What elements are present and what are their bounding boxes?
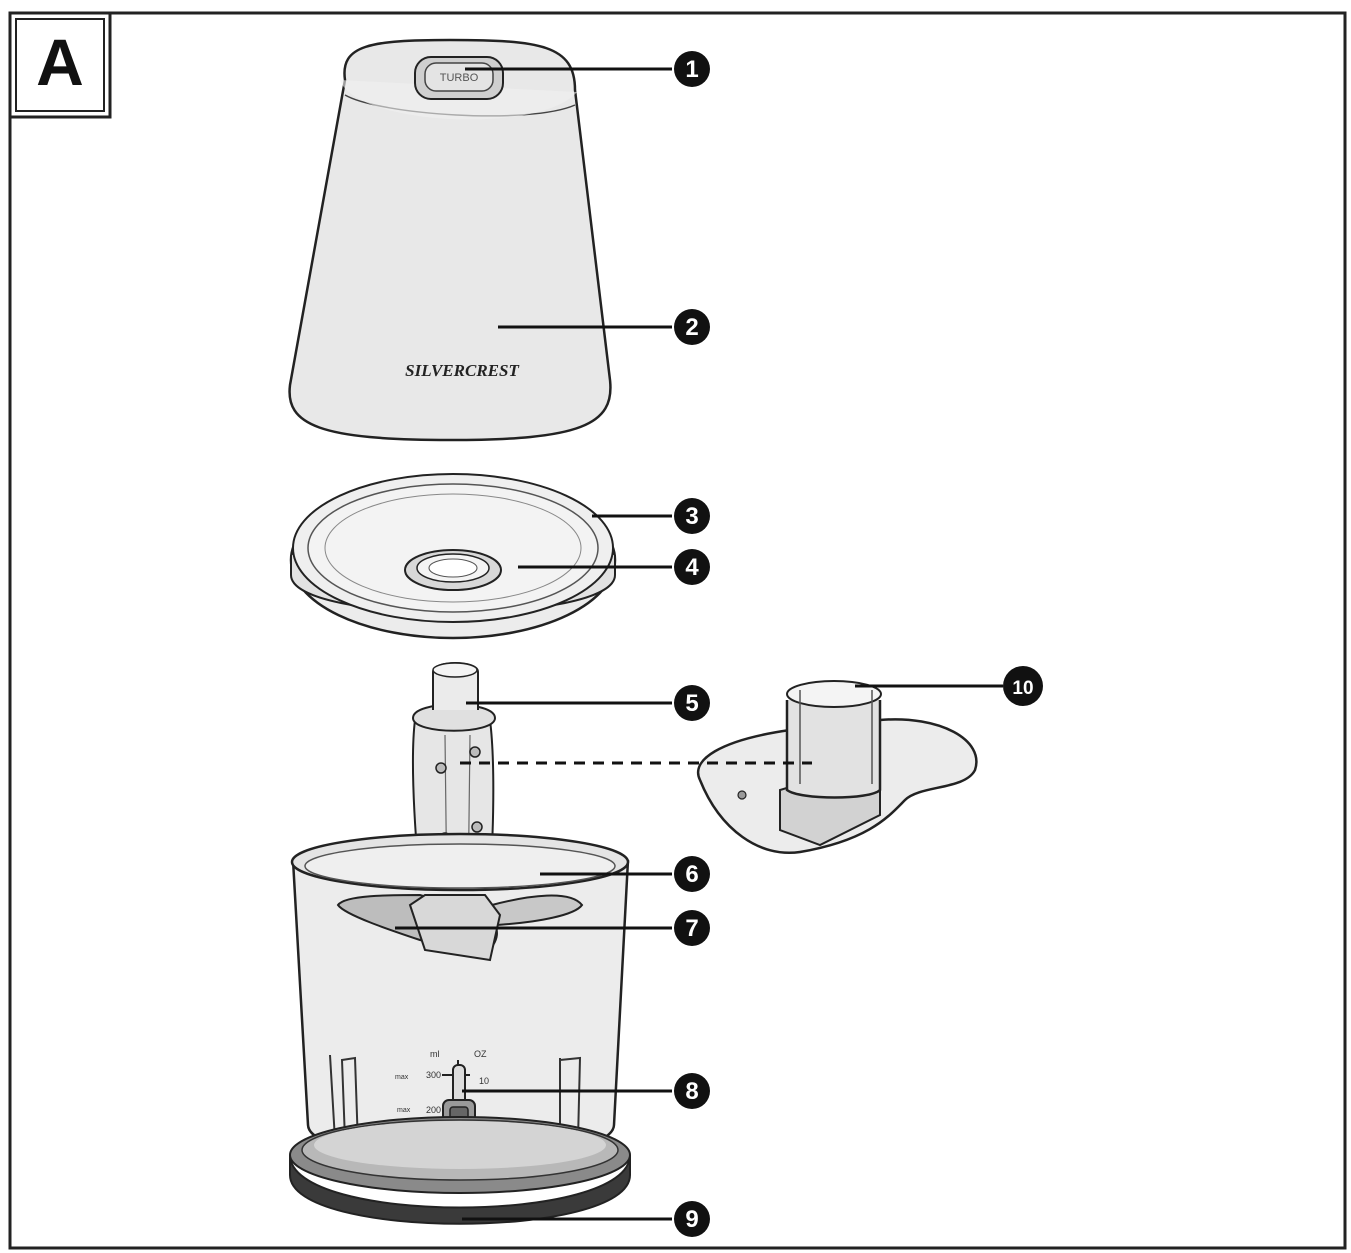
scale-10: 10: [479, 1076, 489, 1086]
callout-number: 5: [685, 690, 698, 717]
callout-3: 3: [674, 498, 710, 534]
callout-1: 1: [674, 51, 710, 87]
scale-max-1: max: [395, 1074, 409, 1081]
lid: [289, 473, 617, 640]
callout-number: 8: [685, 1078, 698, 1105]
callout-4: 4: [674, 549, 710, 585]
figure-label: A: [36, 25, 84, 99]
callout-number: 4: [685, 554, 699, 581]
container: ml OZ max 300 10 max 200 100: [290, 832, 630, 1160]
callout-7: 7: [674, 910, 710, 946]
callout-number: 6: [685, 861, 698, 888]
callout-marker: [674, 910, 710, 946]
whisk-attachment: [697, 680, 978, 855]
callout-10: 10: [1003, 666, 1043, 706]
callout-marker: [1003, 666, 1043, 706]
callout-number: 10: [1012, 678, 1033, 699]
callout-marker: [674, 1201, 710, 1237]
callout-marker: [674, 309, 710, 345]
callout-marker: [674, 51, 710, 87]
callout-2: 2: [674, 309, 710, 345]
turbo-button: TURBO: [414, 56, 504, 100]
scale-max-2: max: [397, 1107, 411, 1114]
callout-marker: [674, 1073, 710, 1109]
callout-8: 8: [674, 1073, 710, 1109]
callout-number: 7: [685, 915, 698, 942]
scale-300: 300: [426, 1070, 441, 1080]
callout-number: 1: [685, 56, 698, 83]
callout-marker: [674, 856, 710, 892]
callout-layer: 1 2 3 4 5 6 7 8 9 10: [674, 51, 1043, 1237]
turbo-button-label: TURBO: [440, 72, 479, 84]
scale-200: 200: [426, 1105, 441, 1115]
brand-logo: SILVERCREST: [405, 361, 519, 380]
callout-marker: [674, 498, 710, 534]
callout-6: 6: [674, 856, 710, 892]
callout-number: 2: [685, 314, 698, 341]
leader-lines: [395, 67, 1003, 1221]
scale-ml-label: ml: [430, 1049, 440, 1059]
callout-marker: [674, 685, 710, 721]
figure-frame: [8, 11, 1347, 1250]
callout-number: 3: [685, 503, 698, 530]
callout-5: 5: [674, 685, 710, 721]
callout-9: 9: [674, 1201, 710, 1237]
scale-oz-label: OZ: [474, 1049, 487, 1059]
non-slip-base: [289, 1116, 631, 1225]
callout-number: 9: [685, 1206, 698, 1233]
blade: [336, 893, 584, 962]
callout-marker: [674, 549, 710, 585]
motor-unit: TURBO SILVERCREST: [288, 38, 612, 442]
